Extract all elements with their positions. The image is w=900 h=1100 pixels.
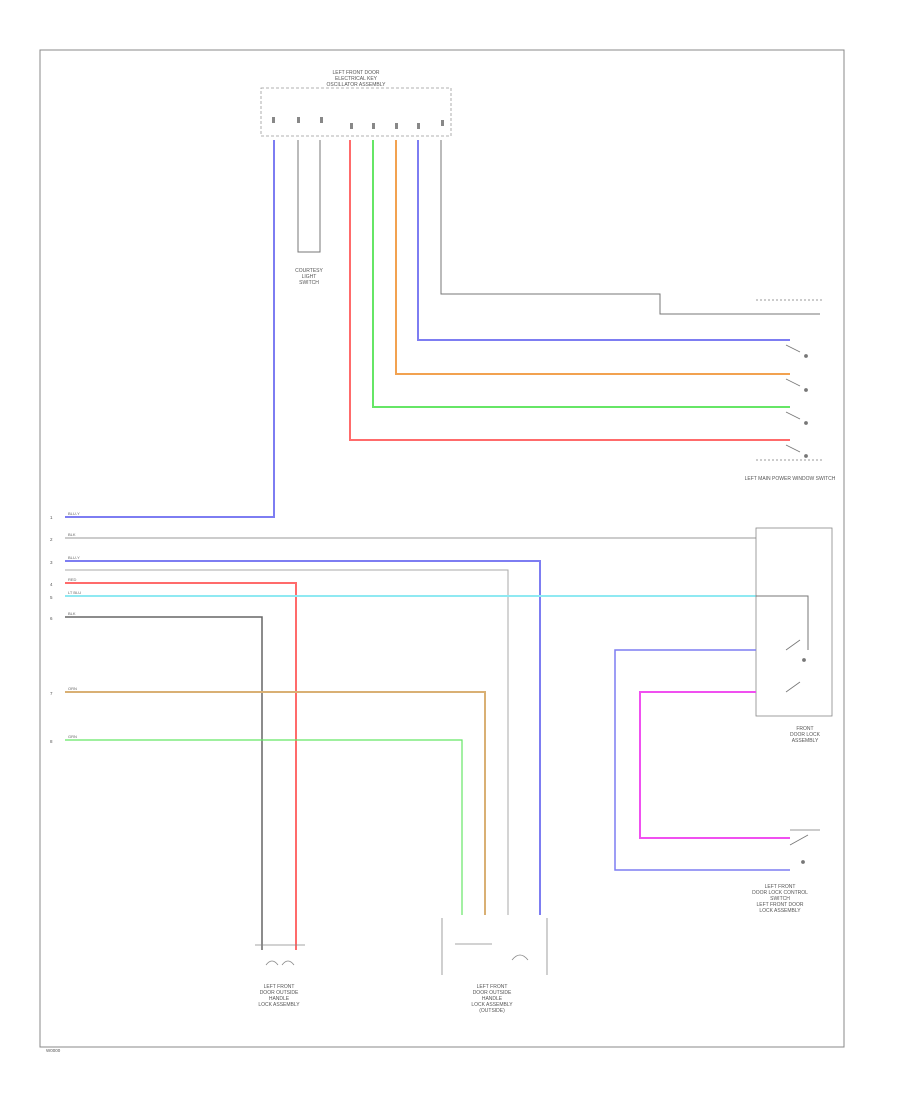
svg-text:ASSEMBLY: ASSEMBLY xyxy=(792,738,819,744)
svg-text:LEFT FRONT DOOR: LEFT FRONT DOOR xyxy=(332,70,379,76)
svg-text:BLU-Y: BLU-Y xyxy=(68,555,80,560)
courtesy-switch-caption: COURTESY LIGHT SWITCH xyxy=(295,268,323,286)
svg-text:ELECTRICAL KEY: ELECTRICAL KEY xyxy=(335,76,378,82)
wire-dark-bus xyxy=(65,616,263,950)
bottom-right-connector xyxy=(441,918,548,975)
top-connector-pins xyxy=(272,117,444,129)
svg-text:LOCK ASSEMBLY: LOCK ASSEMBLY xyxy=(258,1002,300,1008)
svg-text:LOCK ASSEMBLY: LOCK ASSEMBLY xyxy=(471,1002,513,1008)
svg-text:4: 4 xyxy=(50,582,53,587)
wire-blue-bus xyxy=(65,560,541,915)
svg-text:COURTESY: COURTESY xyxy=(295,268,323,274)
wire-blue-right xyxy=(417,140,790,341)
bottom-left-caption: LEFT FRONT DOOR OUTSIDE HANDLE LOCK ASSE… xyxy=(258,984,300,1008)
svg-text:5: 5 xyxy=(50,595,53,600)
door-lock-caption: FRONT DOOR LOCK ASSEMBLY xyxy=(790,726,821,744)
lower-right-caption: LEFT FRONT DOOR LOCK CONTROL SWITCH LEFT… xyxy=(752,884,808,914)
right-switch-block xyxy=(756,299,822,461)
lower-right-switch xyxy=(789,829,820,864)
svg-text:RED: RED xyxy=(68,577,77,582)
svg-text:LEFT FRONT: LEFT FRONT xyxy=(477,984,508,990)
svg-text:8: 8 xyxy=(50,739,53,744)
svg-text:2: 2 xyxy=(50,537,53,542)
svg-text:SWITCH: SWITCH xyxy=(770,896,790,902)
wire-blue-loop xyxy=(614,649,790,871)
wire-tan-bus xyxy=(65,691,486,915)
door-lock-box xyxy=(755,527,833,717)
wire-magenta-loop xyxy=(639,691,790,839)
svg-text:6: 6 xyxy=(50,616,53,621)
svg-text:HANDLE: HANDLE xyxy=(482,996,503,1002)
wire-courtesy-a xyxy=(297,140,321,253)
door-lock-switch-glyph xyxy=(785,639,806,693)
svg-text:DOOR OUTSIDE: DOOR OUTSIDE xyxy=(260,990,299,996)
svg-text:LEFT FRONT: LEFT FRONT xyxy=(765,884,796,890)
wire-red-bus xyxy=(65,582,297,950)
svg-text:SWITCH: SWITCH xyxy=(299,280,319,286)
svg-text:BLK: BLK xyxy=(68,611,76,616)
svg-text:DOOR OUTSIDE: DOOR OUTSIDE xyxy=(473,990,512,996)
svg-text:GRN: GRN xyxy=(68,734,77,739)
diagram-frame xyxy=(39,49,845,1048)
svg-text:LOCK ASSEMBLY: LOCK ASSEMBLY xyxy=(759,908,801,914)
bottom-left-connector xyxy=(255,944,305,966)
svg-text:LEFT FRONT DOOR: LEFT FRONT DOOR xyxy=(756,902,803,908)
left-pin-numbers: 1 2 3 4 5 6 7 8 xyxy=(50,515,53,744)
svg-text:1: 1 xyxy=(50,515,53,520)
svg-text:FRONT: FRONT xyxy=(796,726,813,732)
wire-white-bus xyxy=(65,569,509,915)
wire-green-bus xyxy=(65,739,463,915)
svg-text:BLU-Y: BLU-Y xyxy=(68,511,80,516)
wire-internal-dark xyxy=(756,595,809,650)
bottom-right-caption: LEFT FRONT DOOR OUTSIDE HANDLE LOCK ASSE… xyxy=(471,984,513,1014)
svg-text:7: 7 xyxy=(50,691,53,696)
wire-orange-right xyxy=(395,140,790,375)
wire-red-right xyxy=(349,140,790,441)
svg-text:OSCILLATOR ASSEMBLY: OSCILLATOR ASSEMBLY xyxy=(327,82,387,88)
wire-green-right xyxy=(372,140,790,408)
svg-text:LT BLU: LT BLU xyxy=(68,590,81,595)
right-switch-caption: LEFT MAIN POWER WINDOW SWITCH xyxy=(745,476,836,482)
page-code: W0000 xyxy=(46,1048,61,1053)
left-wire-labels: BLU-Y BLK BLU-Y RED LT BLU BLK ORN GRN xyxy=(68,511,81,739)
svg-text:ORN: ORN xyxy=(68,686,77,691)
wire-blue-main xyxy=(65,140,275,518)
wire-black-top xyxy=(440,140,820,315)
svg-text:LIGHT: LIGHT xyxy=(302,274,317,280)
svg-text:LEFT FRONT: LEFT FRONT xyxy=(264,984,295,990)
svg-text:HANDLE: HANDLE xyxy=(269,996,290,1002)
svg-text:DOOR LOCK: DOOR LOCK xyxy=(790,732,821,738)
svg-text:3: 3 xyxy=(50,560,53,565)
top-connector-caption: LEFT FRONT DOOR ELECTRICAL KEY OSCILLATO… xyxy=(327,70,387,88)
top-connector-box xyxy=(260,87,452,137)
svg-text:BLK: BLK xyxy=(68,532,76,537)
svg-text:DOOR LOCK CONTROL: DOOR LOCK CONTROL xyxy=(752,890,808,896)
svg-text:(OUTSIDE): (OUTSIDE) xyxy=(479,1008,505,1014)
